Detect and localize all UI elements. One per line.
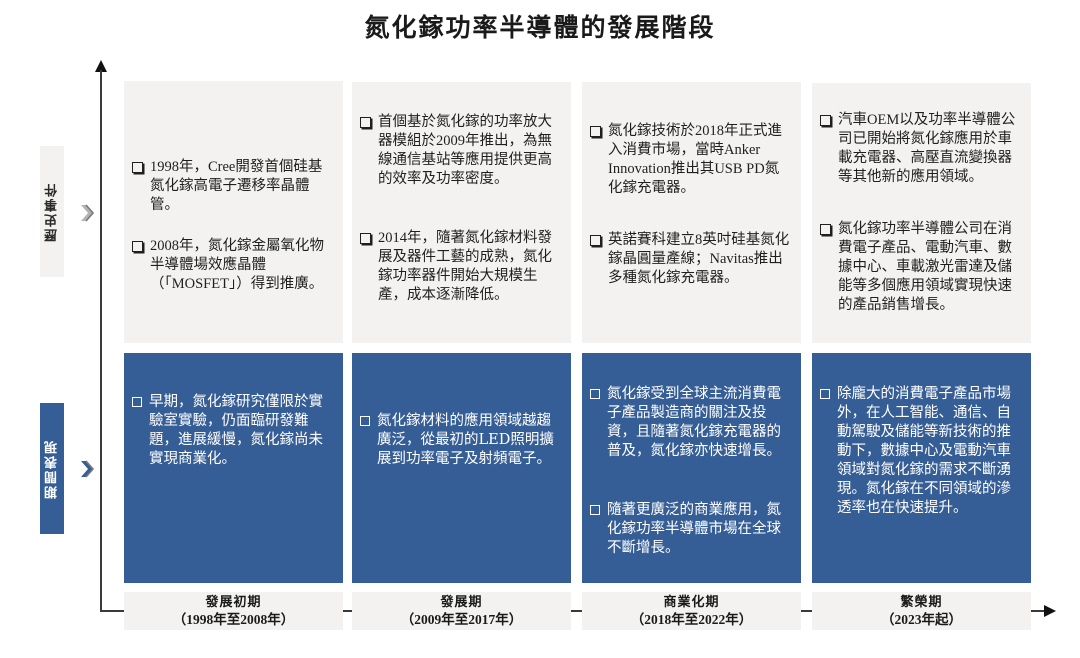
history-item: 汽車OEM以及功率半導體公司已開始將氮化鎵應用於車載充電器、高壓直流變換器等其他… [820,111,1021,187]
stage-label-3: 商業化期 （2018年至2022年） [582,592,801,630]
checkbox-bullet-icon [590,235,601,246]
stage-name: 發展期 [440,595,483,610]
stage-name: 發展初期 [205,595,262,610]
history-item: 氮化鎵功率半導體公司在消費電子產品、電動汽車、數據中心、車載激光雷達及儲能等多個… [820,220,1021,315]
performance-item: 隨著更廣泛的商業應用，氮化鎵功率半導體市場在全球不斷增長。 [590,501,791,558]
checkbox-bullet-icon [360,232,371,244]
performance-box-stage-4: 除龐大的消費電子產品市場外，在人工智能、通信、自動駕駛及儲能等新技術的推動下，數… [812,353,1031,583]
page-title: 氮化鎵功率半導體的發展階段 [364,13,716,42]
checkbox-bullet-icon [590,389,600,399]
history-item: 1998年，Cree開發首個硅基氮化鎵高電子遷移率晶體管。 [132,158,333,215]
history-item: 2014年，隨著氮化鎵材料發展及器件工藝的成熟，氮化鎵功率器件開始大規模生產，成… [360,229,561,305]
performance-item: 除龐大的消費電子產品市場外，在人工智能、通信、自動駕駛及儲能等新技術的推動下，數… [820,385,1021,518]
stage-label-1: 發展初期 （1998年至2008年） [124,592,343,630]
history-box-stage-1: 1998年，Cree開發首個硅基氮化鎵高電子遷移率晶體管。 2008年，氮化鎵金… [124,81,343,343]
performance-box-stage-1: 早期，氮化鎵研究僅限於實驗室實驗，仍面臨研發難題，進展緩慢，氮化鎵尚未實現商業化… [124,353,343,583]
x-axis-segment [100,610,124,612]
chevron-right-icon [81,204,94,222]
history-box-stage-3: 氮化鎵技術於2018年正式進入消費市場，當時Anker Innovation推出… [582,82,801,343]
checkbox-bullet-icon [590,126,601,137]
checkbox-bullet-icon [132,162,143,173]
x-axis-segment [801,610,812,612]
performance-item: 氮化鎵材料的應用領域越趨廣泛，從最初的LED照明擴展到功率電子及射頻電子。 [360,412,561,469]
history-item: 英諾賽科建立8英吋硅基氮化鎵晶圓量產線；Navitas推出多種氮化鎵充電器。 [590,231,791,288]
stage-label-4: 繁榮期 （2023年起） [812,592,1031,630]
y-axis-line [100,70,102,612]
checkbox-bullet-icon [360,116,371,128]
stage-years: （2023年起） [881,612,962,627]
history-item: 氮化鎵技術於2018年正式進入消費市場，當時Anker Innovation推出… [590,122,791,198]
stage-years: （2018年至2022年） [630,612,753,627]
performance-box-stage-2: 氮化鎵材料的應用領域越趨廣泛，從最初的LED照明擴展到功率電子及射頻電子。 [352,353,571,583]
checkbox-bullet-icon [132,241,143,252]
row-label-history: 歷史事件 [40,146,64,277]
performance-item: 氮化鎵受到全球主流消費電子產品製造商的關注及投資，且隨著氮化鎵充電器的普及，氮化… [590,385,791,461]
performance-item: 早期，氮化鎵研究僅限於實驗室實驗，仍面臨研發難題，進展緩慢，氮化鎵尚未實現商業化… [132,393,333,469]
x-axis-segment [343,610,352,612]
x-axis-segment [571,610,582,612]
checkbox-bullet-icon [820,224,831,235]
x-axis-arrow-icon [1044,605,1056,617]
checkbox-bullet-icon [820,115,831,126]
checkbox-bullet-icon [360,416,370,426]
checkbox-bullet-icon [590,505,600,515]
performance-box-stage-3: 氮化鎵受到全球主流消費電子產品製造商的關注及投資，且隨著氮化鎵充電器的普及，氮化… [582,353,801,583]
history-box-stage-2: 首個基於氮化鎵的功率放大器模組於2009年推出，為無線通信基站等應用提供更高的效… [352,82,571,343]
history-item: 2008年，氮化鎵金屬氧化物半導體場效應晶體（「MOSFET」）得到推廣。 [132,237,333,294]
row-label-history-text: 歷史事件 [44,181,60,242]
stage-name: 繁榮期 [900,595,943,610]
x-axis-segment [1031,610,1045,612]
chevron-right-icon [81,460,94,478]
stage-label-2: 發展期 （2009年至2017年） [352,592,571,630]
checkbox-bullet-icon [820,389,830,399]
checkbox-bullet-icon [132,397,142,407]
row-label-performance-text: 期間表現 [44,438,60,499]
history-item: 首個基於氮化鎵的功率放大器模組於2009年推出，為無線通信基站等應用提供更高的效… [360,113,561,189]
stage-name: 商業化期 [663,595,720,610]
row-label-performance: 期間表現 [40,403,64,534]
y-axis-arrow-icon [95,60,107,72]
stage-years: （1998年至2008年） [172,612,295,627]
history-box-stage-4: 汽車OEM以及功率半導體公司已開始將氮化鎵應用於車載充電器、高壓直流變換器等其他… [812,83,1031,343]
stage-years: （2009年至2017年） [400,612,523,627]
